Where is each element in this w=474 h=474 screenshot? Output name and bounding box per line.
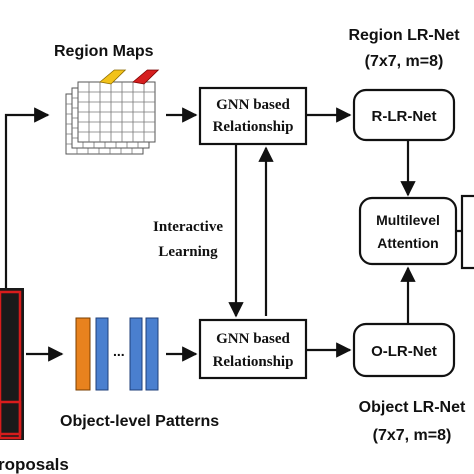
gnn-top-line1: GNN based <box>216 97 290 113</box>
pattern-bar-blue-1 <box>95 317 109 391</box>
region-lrnet-params: (7x7, m=8) <box>365 53 444 70</box>
interactive-learning-line1: Interactive <box>153 219 223 235</box>
r-lr-net-box <box>352 88 456 142</box>
pattern-ellipsis: ... <box>113 343 125 359</box>
gnn-relationship-box-bottom <box>198 318 308 380</box>
o-lr-net-label: O-LR-Net <box>371 343 437 360</box>
region-maps-grid-stack <box>65 69 160 155</box>
object-lrnet-title: Object LR-Net <box>359 399 466 416</box>
multilevel-line2: Attention <box>377 235 438 251</box>
multilevel-attention-box <box>358 196 458 266</box>
connector-to-region-maps <box>4 107 50 288</box>
interactive-learning-line2: Learning <box>158 244 218 260</box>
proposals-label: roposals <box>0 455 69 474</box>
object-level-pattern-bars: ... <box>75 317 159 391</box>
pattern-bar-orange <box>75 317 91 391</box>
gnn-bottom-line1: GNN based <box>216 331 290 347</box>
region-map-layer <box>77 69 160 143</box>
gnn-relationship-box-top <box>198 86 308 146</box>
region-maps-label: Region Maps <box>54 43 154 60</box>
pattern-bar-blue-3 <box>145 317 159 391</box>
region-lrnet-title: Region LR-Net <box>348 27 460 44</box>
multilevel-line1: Multilevel <box>376 212 440 228</box>
object-lrnet-params: (7x7, m=8) <box>373 427 452 444</box>
r-lr-net-label: R-LR-Net <box>372 108 437 125</box>
gnn-top-line2: Relationship <box>213 119 294 135</box>
gnn-bottom-line2: Relationship <box>213 354 294 370</box>
o-lr-net-box <box>352 322 456 378</box>
proposals-image-panel <box>0 288 24 440</box>
pattern-bar-blue-2 <box>129 317 143 391</box>
highlighted-cell-red <box>132 69 160 85</box>
object-patterns-label: Object-level Patterns <box>60 413 219 430</box>
highlighted-cell-yellow <box>99 69 127 85</box>
output-box-partial <box>460 194 474 270</box>
